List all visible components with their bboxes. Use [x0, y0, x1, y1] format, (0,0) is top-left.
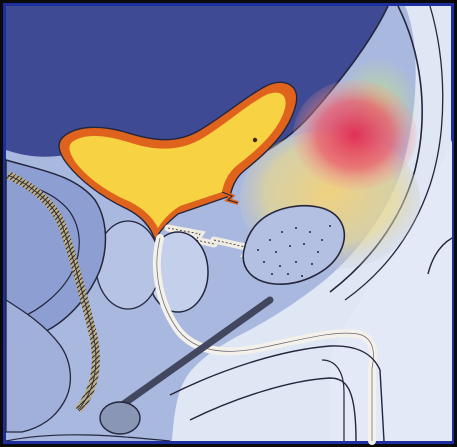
bulb — [100, 402, 140, 434]
bladder-dot — [253, 138, 257, 142]
lesion — [293, 80, 417, 190]
